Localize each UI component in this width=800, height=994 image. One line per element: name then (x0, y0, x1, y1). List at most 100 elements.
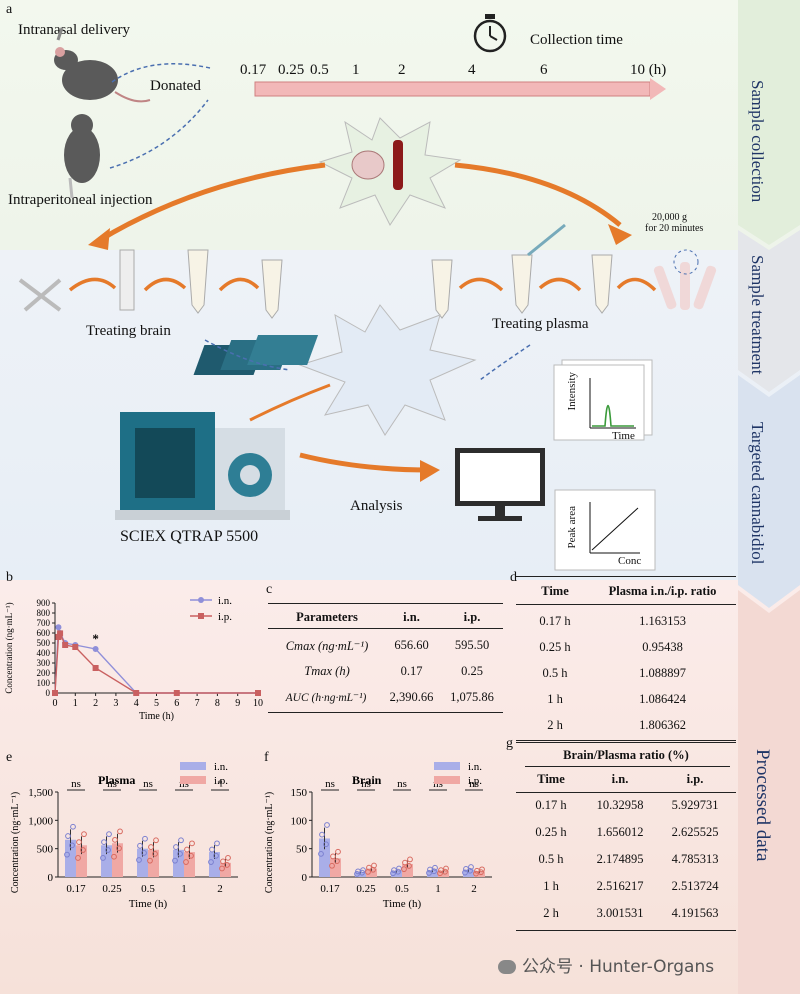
data-dot (479, 866, 485, 873)
data-dot (324, 822, 330, 828)
data-dot (335, 848, 341, 855)
g-header-ip: i.p. (686, 772, 704, 786)
sig-label: ns (397, 778, 407, 790)
g-cell: 4.785313 (671, 852, 719, 866)
d-header-ratio: Plasma i.n./i.p. ratio (608, 584, 717, 598)
data-point (52, 690, 58, 696)
g-cell: 2.516217 (596, 879, 644, 893)
sig-label: ns (361, 778, 371, 790)
legend-label: i.p. (218, 611, 232, 623)
homogenizer-icon (119, 249, 135, 311)
data-point (55, 624, 62, 631)
c-row-cmax: Cmax (ng·mL⁻¹) (285, 639, 369, 653)
d-cell: 0.17 h (539, 614, 571, 628)
data-dot (474, 867, 480, 874)
data-dot (112, 836, 118, 843)
legend-label: i.p. (468, 775, 482, 787)
y-tick-label: 700 (37, 618, 51, 628)
data-point (92, 665, 99, 671)
sig-label: ns (71, 778, 81, 790)
x-axis-label: Time (h) (129, 898, 168, 910)
data-dot (69, 842, 75, 849)
data-point (92, 646, 99, 652)
panel-label-g: g (506, 736, 513, 751)
y-tick-label: 500 (37, 638, 51, 648)
label-processed-data: Processed data (751, 748, 773, 862)
d-cell: 1.088897 (639, 666, 686, 680)
y-tick-label: 150 (291, 787, 308, 799)
data-dot (468, 864, 474, 870)
data-dot (366, 864, 372, 871)
data-dot (323, 841, 329, 848)
g-cell: 2.625525 (671, 825, 719, 839)
bar-i.p. (366, 868, 377, 877)
data-dot (463, 865, 469, 872)
data-dot (319, 831, 325, 838)
centrifuge-tubes-icon (653, 249, 717, 310)
bar-i.n. (463, 869, 474, 877)
x-tick-label: 9 (235, 698, 240, 709)
analysis-label: Analysis (350, 498, 403, 514)
g-cell: 3.001531 (596, 906, 644, 920)
y-tick-label: 100 (291, 815, 308, 827)
data-dot (426, 870, 432, 876)
bar-i.p. (330, 858, 341, 877)
tp-2: 2 (398, 62, 406, 78)
data-dot (70, 823, 76, 830)
y-axis-label: Concentration (ng·mL⁻¹) (264, 792, 275, 893)
treating-brain-label: Treating brain (86, 323, 171, 339)
y-axis-label: Concentration (ng·mL⁻¹) (10, 792, 21, 893)
data-dot (116, 845, 122, 852)
treating-plasma-label: Treating plasma (492, 316, 589, 332)
g-cell: 2 h (543, 906, 559, 920)
x-tick-label: 0.25 (356, 883, 376, 895)
c-cell: 1,075.86 (450, 690, 494, 704)
chart-title: Brain (352, 773, 382, 787)
tp-10: 10 (h) (630, 62, 667, 78)
c-cell: 0.25 (461, 664, 483, 678)
panel-label-e: e (6, 750, 13, 765)
calibration-card (554, 489, 656, 571)
panel-label-d: d (510, 570, 517, 585)
legend-swatch (180, 762, 206, 770)
legend-marker (198, 597, 204, 603)
data-dot (402, 859, 408, 866)
data-dot (152, 850, 158, 857)
y-tick-label: 1,000 (28, 815, 53, 827)
g-cell: 0.5 h (538, 852, 564, 866)
x-tick-label: 2 (471, 883, 477, 895)
bar-i.n. (65, 839, 76, 877)
data-point (255, 690, 261, 696)
g-cell: 0.17 h (535, 798, 567, 812)
data-dot (318, 850, 324, 857)
data-dot (396, 865, 402, 872)
c-cell: 2,390.66 (389, 690, 434, 704)
g-cell: 1 h (543, 879, 559, 893)
data-dot (183, 859, 189, 865)
data-dot (473, 870, 479, 877)
x-axis-label: Time (h) (383, 898, 422, 910)
x-tick-label: 0.5 (141, 883, 155, 895)
x-tick-label: 0 (53, 698, 58, 709)
bg-processed (0, 580, 800, 994)
data-dot (334, 858, 340, 865)
data-dot (111, 853, 117, 860)
data-dot (105, 847, 111, 853)
tube-icon (187, 249, 209, 314)
label-sample-collection: Sample collection (747, 79, 767, 203)
bar-i.p. (184, 852, 195, 877)
data-point (133, 690, 140, 696)
sig-label: ns (143, 778, 153, 790)
bar-i.n. (137, 848, 148, 877)
centrifuge-label-1: 20,000 g (652, 212, 687, 223)
data-dot (213, 852, 219, 859)
tp-0-25: 0.25 (278, 62, 305, 78)
y-tick-label: 900 (37, 598, 51, 608)
peak-area-label: Peak area (566, 506, 578, 549)
g-title: Brain/Plasma ratio (%) (563, 748, 689, 762)
legend-marker (198, 613, 204, 619)
panel-label-b: b (6, 570, 13, 585)
bar-i.p. (112, 843, 123, 877)
